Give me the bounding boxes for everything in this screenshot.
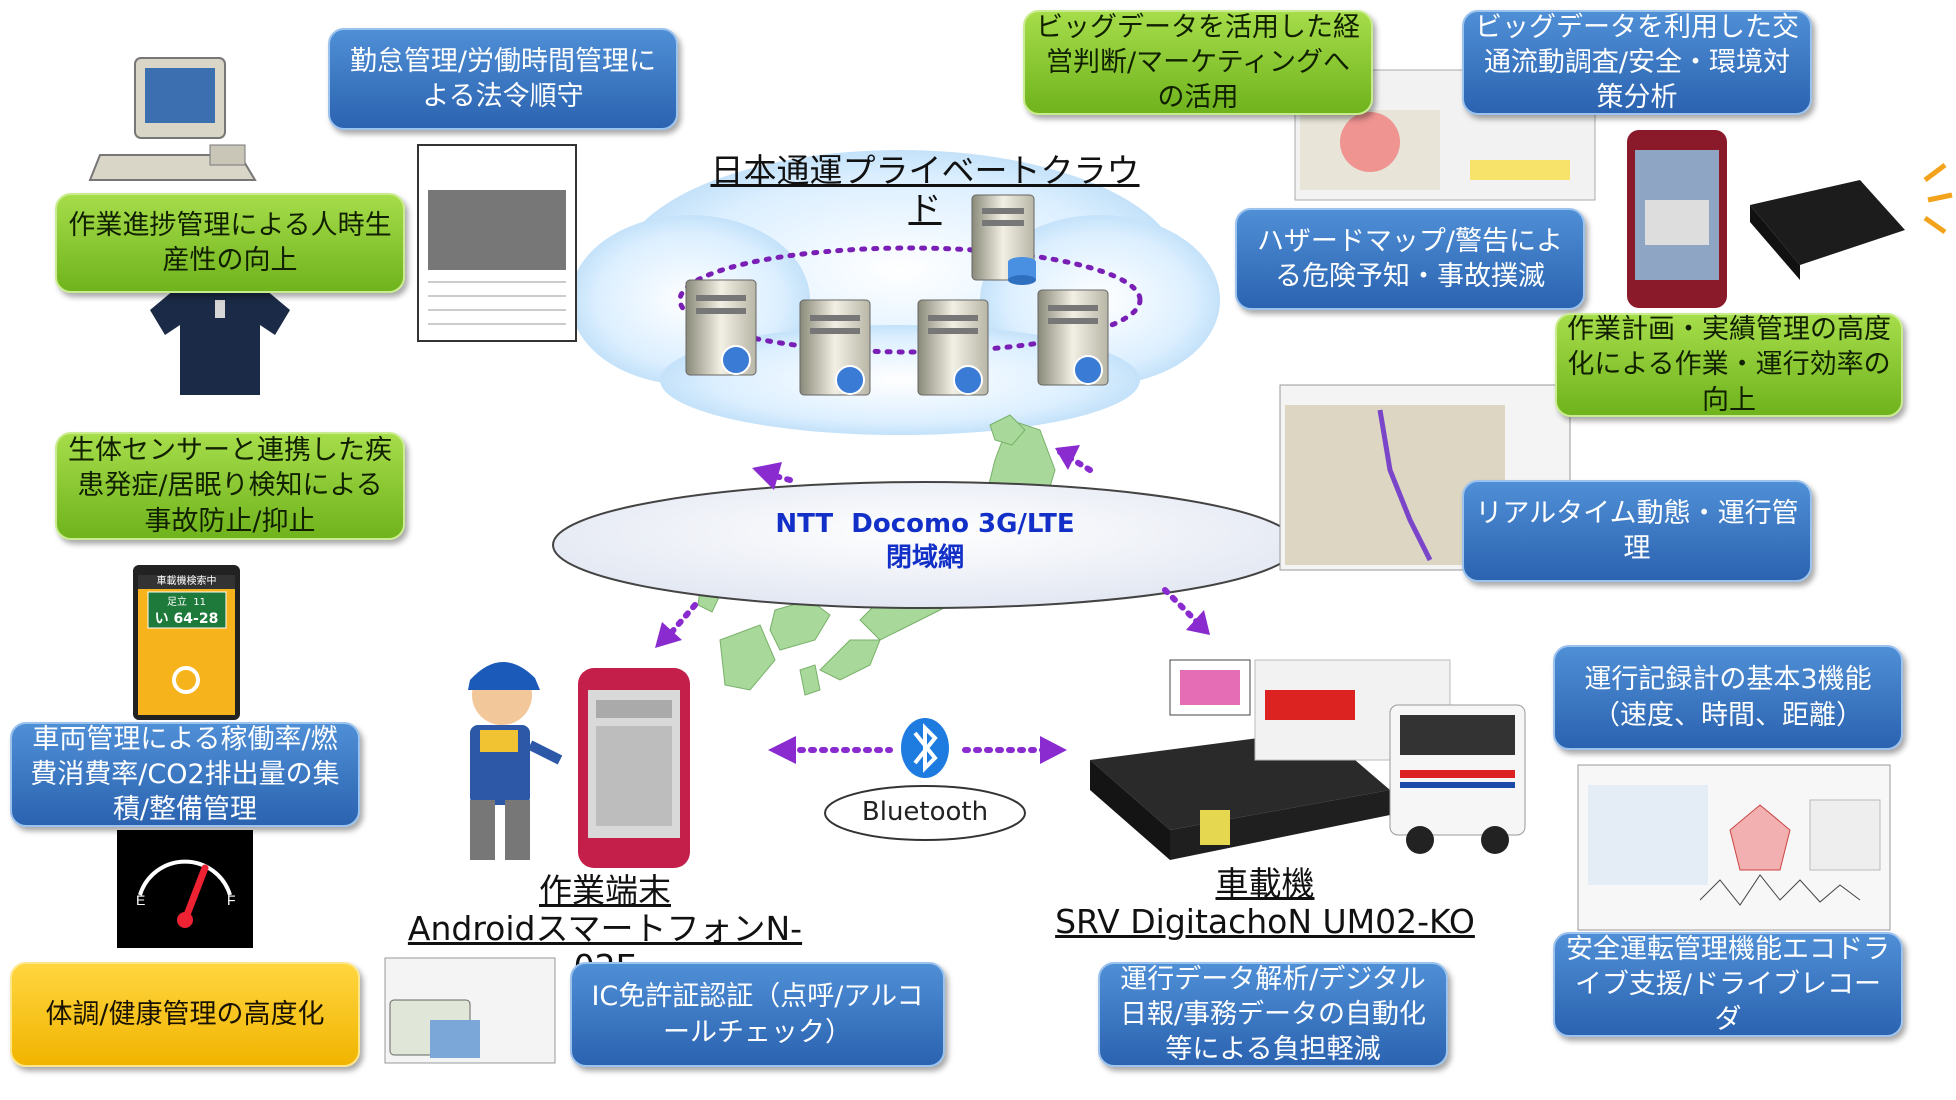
report-document (417, 144, 577, 342)
japan-map (697, 414, 1056, 696)
vehicle-mgmt-box: 車両管理による稼働率/燃費消費率/CO2排出量の集積/整備管理 (10, 722, 360, 827)
bluetooth-label: Bluetooth (861, 797, 989, 827)
server-icon (1037, 289, 1109, 386)
big-data-traffic-box: ビッグデータを利用した交通流動調査/安全・環境対策分析 (1462, 10, 1812, 115)
health-box: 体調/健康管理の高度化 (10, 962, 360, 1067)
big-data-mgmt-box: ビッグデータを活用した経営判断/マーケティングへの活用 (1023, 10, 1373, 115)
arrowheads (655, 445, 1210, 764)
work-plan-box: 作業計画・実績管理の高度化による作業・運行効率の向上 (1555, 313, 1903, 417)
terminal-title: 作業端末 (539, 871, 671, 910)
terminal-caption: 作業端末 AndroidスマートフォンN-02E (380, 872, 830, 986)
terminal-model: AndroidスマートフォンN-02E (407, 908, 803, 985)
phone-screen-text: 車載機検索中 足立 11 い 64-28 (138, 575, 235, 628)
server-icon (917, 299, 989, 396)
sensor-shirt-icon (150, 285, 290, 395)
realtime-box: リアルタイム動態・運行管理 (1462, 480, 1812, 582)
fuel-gauge-icon: E F (117, 830, 253, 948)
red-smartphone (1627, 130, 1727, 308)
phone-screen-header: 車載機検索中 (156, 576, 217, 587)
driving-dashboard-screenshot (1577, 764, 1891, 931)
biosensor-box: 生体センサーと連携した疾患発症/居眠り検知による事故防止/抑止 (55, 432, 405, 540)
smartphone-n02e (578, 668, 690, 868)
safe-driving-box: 安全運転管理機能エコドライブ支援/ドライブレコーダ (1553, 932, 1903, 1037)
database-server-icon (971, 194, 1036, 285)
cloud-title: 日本通運プライベートクラウド (710, 151, 1140, 228)
server-ring (677, 245, 1143, 355)
work-progress-box: 作業進捗管理による人時生産性の向上 (55, 193, 405, 293)
network-name: NTT Docomo 3G/LTE (775, 509, 1075, 539)
svg-text:E: E (136, 892, 145, 908)
computer-icon (88, 57, 257, 181)
attendance-box: 勤怠管理/労働時間管理による法令順守 (328, 28, 678, 130)
bluetooth-icon (901, 718, 949, 778)
vehicle-search-phone (133, 565, 240, 720)
hazard-box: ハザードマップ/警告による危険予知・事故撲滅 (1235, 208, 1585, 310)
black-box-device (1750, 163, 1953, 280)
network-label: NTT Docomo 3G/LTE 閉域網 (700, 508, 1150, 576)
plate-main: い 64-28 (154, 611, 219, 627)
server-icon (799, 299, 871, 396)
svg-text:F: F (227, 892, 236, 908)
operation-data-box: 運行データ解析/デジタル日報/事務データの自動化等による負担軽減 (1098, 962, 1448, 1067)
worker-figure (468, 661, 563, 860)
onboard-model: SRV DigitachoN UM02-KO (1055, 901, 1475, 941)
bluetooth-ellipse (824, 785, 1026, 841)
ic-license-box: IC免許証認証（点呼/アルコールチェック） (570, 962, 945, 1067)
recorder-box: 運行記録計の基本3機能（速度、時間、距離） (1553, 645, 1903, 750)
onboard-title: 車載機 (1215, 864, 1315, 903)
server-icon (685, 279, 757, 376)
map-screenshot (1294, 69, 1596, 201)
onboard-caption: 車載機 SRV DigitachoN UM02-KO (1020, 865, 1510, 941)
truck-image (1254, 659, 1526, 854)
plate-top: 足立 11 (166, 597, 207, 608)
ic-license-screen (384, 957, 556, 1064)
network-type: 閉域網 (885, 542, 964, 573)
